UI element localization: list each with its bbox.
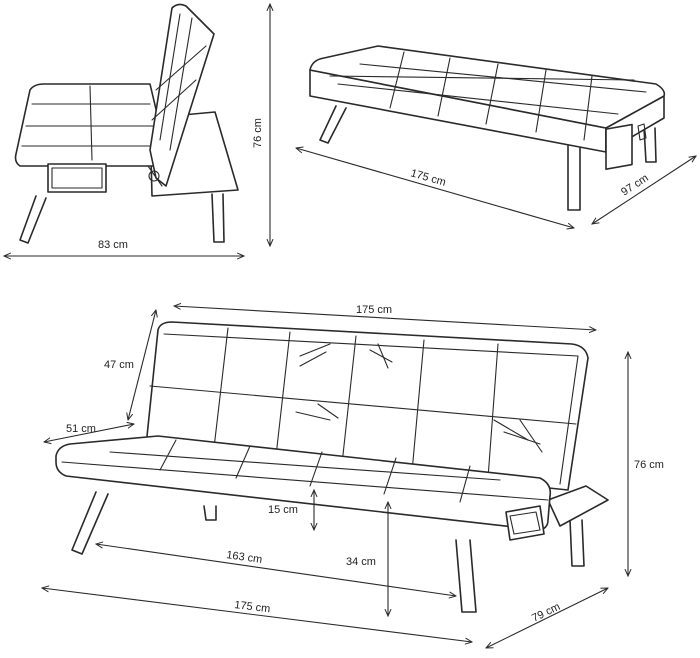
front-view-overall-height-dimension: 76 cm: [628, 352, 664, 576]
front-view-overall-depth-label: 79 cm: [530, 601, 562, 625]
front-view-leg-height-dimension: 15 cm: [268, 490, 314, 530]
front-view-leg-height-label: 15 cm: [268, 504, 298, 516]
bed-view-length-dimension: 175 cm: [296, 148, 574, 228]
front-view-backrest-height-label: 47 cm: [104, 359, 134, 371]
side-view-height-dimension: 76 cm: [252, 4, 270, 246]
front-view-seat-depth-dimension: 51 cm: [44, 423, 134, 442]
front-view-seat-height-label: 34 cm: [346, 556, 376, 568]
front-view-seat-width-label: 163 cm: [226, 549, 263, 566]
front-view-overall-depth-dimension: 79 cm: [486, 588, 608, 648]
front-view-overall-length-label: 175 cm: [234, 599, 271, 615]
front-view-seat-depth-label: 51 cm: [66, 423, 96, 435]
side-view-depth-dimension: 83 cm: [4, 239, 244, 256]
side-view-depth-label: 83 cm: [98, 239, 128, 251]
front-view-seat-height-dimension: 34 cm: [346, 502, 388, 616]
bed-view-width-label: 97 cm: [619, 172, 651, 198]
front-view-backrest-height-dimension: 47 cm: [104, 310, 156, 420]
side-view-sofa: [14, 3, 239, 244]
bed-view-sofa: [309, 45, 666, 211]
front-view-overall-length-dimension: 175 cm: [42, 588, 472, 642]
front-view-overall-height-label: 76 cm: [634, 459, 664, 471]
front-view-seat-width-dimension: 163 cm: [96, 544, 456, 596]
front-view-backrest-width-label: 175 cm: [356, 304, 392, 316]
side-view-height-label: 76 cm: [252, 118, 264, 148]
front-view-backrest-width-dimension: 175 cm: [174, 304, 596, 330]
front-view-sofa: [55, 321, 609, 613]
